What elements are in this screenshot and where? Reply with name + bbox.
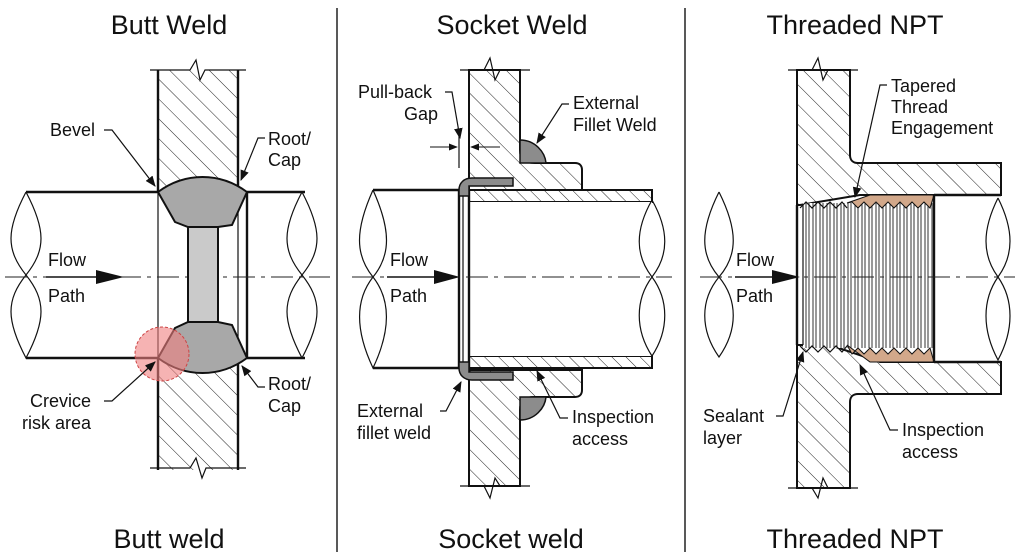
break-line-top bbox=[150, 58, 246, 82]
callout-sealant-layer-line2: layer bbox=[703, 428, 742, 448]
callout-pullback-gap: Pull-back bbox=[358, 82, 433, 102]
fitting-body-bottom bbox=[796, 344, 1002, 489]
panel-title: Socket Weld bbox=[436, 10, 587, 40]
callout-root-cap-bottom: Root/ bbox=[268, 374, 311, 394]
callout-root-cap-bottom-line2: Cap bbox=[268, 396, 301, 416]
socket-body-bottom bbox=[468, 369, 583, 487]
callout-external-fillet-weld-bottom: External bbox=[357, 401, 423, 421]
pipe-break-right bbox=[286, 191, 318, 360]
sealant-tapered-bottom bbox=[846, 344, 935, 363]
flow-arrow-icon bbox=[96, 270, 124, 284]
callout-external-fillet-weld-line2: Fillet Weld bbox=[573, 115, 657, 135]
pipe-break-right bbox=[638, 199, 666, 358]
flow-label: Flow bbox=[48, 250, 87, 270]
weld-root-body bbox=[187, 226, 219, 323]
fillet-weld-top bbox=[519, 139, 547, 164]
callout-external-fillet-weld: External bbox=[573, 93, 639, 113]
callout-tapered-thread: Tapered bbox=[891, 76, 956, 96]
callout-inspection-access-line2: access bbox=[572, 429, 628, 449]
callout-pullback-gap-line2: Gap bbox=[404, 104, 438, 124]
socket-body-top bbox=[468, 69, 583, 191]
flow-label: Flow bbox=[390, 250, 429, 270]
panel-caption: Socket weld bbox=[438, 524, 584, 554]
callout-tapered-thread-line3: Engagement bbox=[891, 118, 993, 138]
panel-threaded-npt: Threaded NPT Flow Path Tapered Thread En bbox=[700, 10, 1015, 554]
pipe-break-left bbox=[10, 191, 42, 360]
flow-arrow-icon bbox=[434, 270, 460, 284]
break-line-bottom bbox=[150, 456, 246, 480]
socket-fillet-top bbox=[458, 177, 514, 197]
callout-inspection-access: Inspection bbox=[902, 420, 984, 440]
callout-inspection-access: Inspection bbox=[572, 407, 654, 427]
callout-inspection-access-line2: access bbox=[902, 442, 958, 462]
panel-socket-weld: Socket Weld Flow Path Pull-bac bbox=[352, 10, 672, 554]
callout-sealant-layer: Sealant bbox=[703, 406, 764, 426]
panel-title: Butt Weld bbox=[111, 10, 228, 40]
panel-caption: Threaded NPT bbox=[766, 524, 943, 554]
callout-root-cap-top: Root/ bbox=[268, 129, 311, 149]
flow-label: Flow bbox=[736, 250, 775, 270]
sealant-tapered-top bbox=[846, 194, 935, 209]
callout-crevice-line2: risk area bbox=[22, 413, 92, 433]
callout-bevel: Bevel bbox=[50, 120, 95, 140]
threaded-pipe bbox=[803, 203, 934, 348]
flow-arrow-icon bbox=[772, 270, 800, 284]
pipe-break-right bbox=[985, 197, 1011, 362]
panel-caption: Butt weld bbox=[113, 524, 224, 554]
fillet-weld-bottom bbox=[519, 396, 547, 421]
callout-external-fillet-weld-bottom-line2: fillet weld bbox=[357, 423, 431, 443]
callout-tapered-thread-line2: Thread bbox=[891, 97, 948, 117]
callout-crevice: Crevice bbox=[30, 391, 91, 411]
path-label: Path bbox=[48, 286, 85, 306]
panel-butt-weld: Butt Weld Flow Path Bevel bbox=[5, 10, 330, 554]
socket-fillet-bottom bbox=[458, 361, 514, 381]
path-label: Path bbox=[736, 286, 773, 306]
pipe-break-left bbox=[704, 191, 734, 359]
path-label: Path bbox=[390, 286, 427, 306]
panel-title: Threaded NPT bbox=[766, 10, 943, 40]
callout-root-cap-top-line2: Cap bbox=[268, 150, 301, 170]
